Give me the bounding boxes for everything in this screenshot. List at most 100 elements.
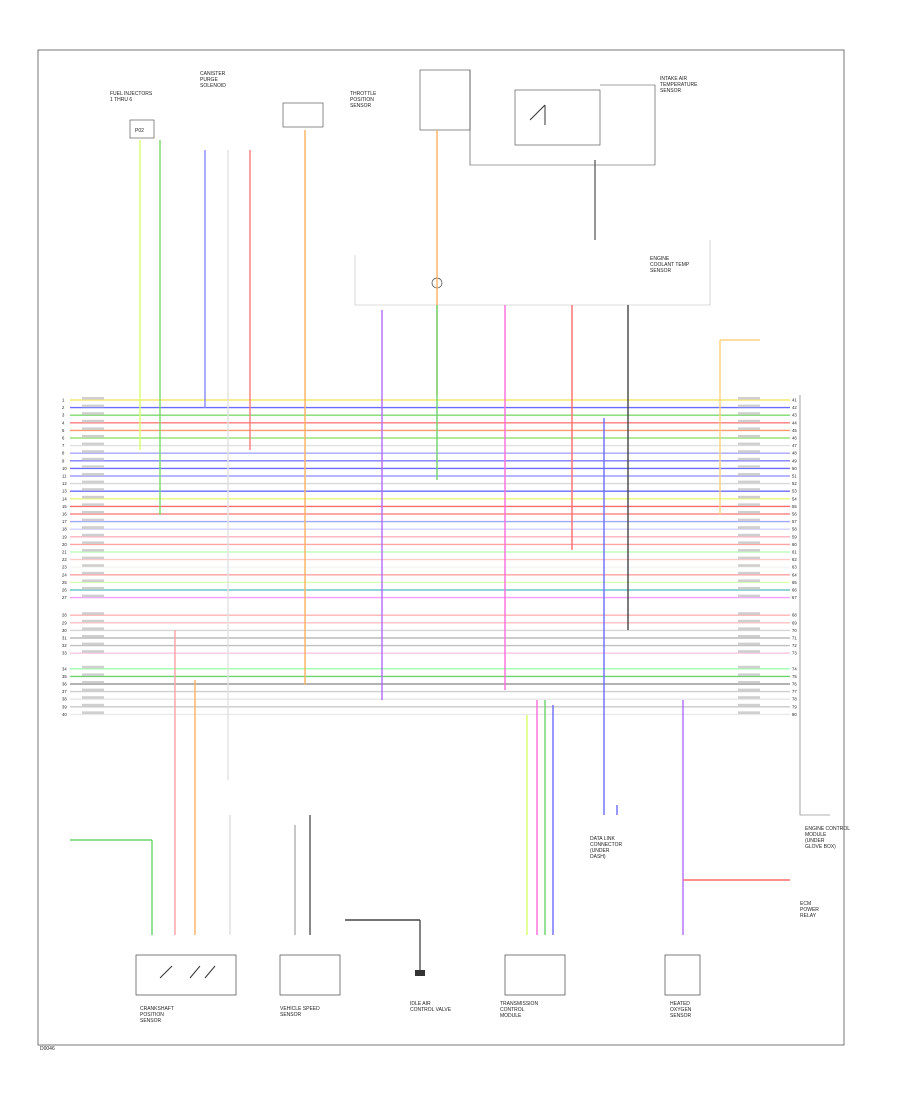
wire-label-left [82, 556, 104, 560]
component-box [135, 954, 237, 996]
wire-label-right [738, 419, 760, 423]
pin-number-right: 72 [792, 643, 797, 648]
pin-number-left: 17 [62, 519, 67, 524]
pin-number-right: 70 [792, 628, 797, 633]
pin-number-left: 12 [62, 481, 67, 486]
pin-number-left: 24 [62, 572, 67, 577]
pin-number-right: 53 [792, 489, 797, 494]
page-code: D0046 [40, 1046, 55, 1052]
pin-number-right: 60 [792, 542, 797, 547]
pin-number-right: 80 [792, 712, 797, 717]
pin-number-right: 79 [792, 704, 797, 709]
component-label-fuel_injectors: 1 THRU 6 [110, 97, 132, 103]
component-box [129, 119, 155, 139]
wire-label-left [82, 450, 104, 453]
ecm-label: ENGINE CONTROL [805, 826, 850, 832]
wire-label-left [82, 526, 104, 529]
wire-label-right [738, 564, 760, 567]
pin-number-right: 69 [792, 620, 797, 625]
pin-number-right: 46 [792, 436, 797, 441]
component-box [514, 89, 601, 146]
wire-label-left [82, 503, 104, 506]
pin-number-left: 25 [62, 580, 67, 585]
ecm-label: MODULE [805, 832, 827, 838]
wire-label-right [738, 635, 760, 638]
pin-number-left: 1 [62, 398, 65, 403]
pin-number-right: 63 [792, 565, 797, 570]
component-box [279, 954, 341, 996]
connector-label-C2: ECM [800, 901, 811, 907]
pin-number-left: 9 [62, 458, 65, 463]
component-label-tcm: MODULE [500, 1013, 522, 1019]
pin-number-right: 52 [792, 481, 797, 486]
pin-number-right: 47 [792, 443, 797, 448]
wire-label-right [738, 711, 760, 714]
pin-number-left: 8 [62, 451, 65, 456]
component-label-o2: HEATED [670, 1001, 690, 1007]
wire-label-left [82, 518, 104, 522]
wire-label-right [738, 619, 760, 623]
sensor-cluster-outline [354, 240, 711, 306]
wire-label-right [738, 465, 760, 468]
pin-number-left: 23 [62, 565, 67, 570]
pin-number-left: 26 [62, 588, 67, 593]
component-label-idle_air: IDLE AIR [410, 1001, 431, 1007]
pin-number-right: 48 [792, 451, 797, 456]
component-label-canister_purge: CANISTER [200, 71, 226, 77]
wire-label-right [738, 480, 760, 484]
wire-label-right [738, 594, 760, 598]
wire-label-left [82, 564, 104, 567]
pin-number-left: 14 [62, 496, 67, 501]
pin-number-left: 10 [62, 466, 67, 471]
pin-number-left: 6 [62, 436, 65, 441]
wire-label-right [738, 587, 760, 590]
pin-number-left: 39 [62, 704, 67, 709]
wire-label-left [82, 579, 104, 582]
wire-label-left [82, 427, 104, 430]
connector-label-C1: DATA LINK [590, 836, 615, 842]
pin-number-right: 73 [792, 651, 797, 656]
component-label-canister_purge: PURGE [200, 77, 218, 83]
wire-label-left [82, 457, 104, 461]
pin-number-left: 7 [62, 443, 65, 448]
pin-number-right: 51 [792, 474, 797, 479]
wire-label-right [738, 457, 760, 461]
pin-number-right: 42 [792, 405, 797, 410]
pin-number-left: 4 [62, 420, 65, 425]
pin-number-right: 43 [792, 413, 797, 418]
wire-label-right [738, 503, 760, 506]
wire-label-left [82, 619, 104, 623]
pin-number-left: 20 [62, 542, 67, 547]
component-label-vss: VEHICLE SPEED [280, 1006, 320, 1012]
component-label-ect: COOLANT TEMP [650, 262, 690, 268]
bottom-components [135, 825, 701, 996]
wire-label-left [82, 533, 104, 537]
wire-label-left [82, 696, 104, 699]
component-label-iat: TEMPERATURE [660, 82, 698, 88]
wire-label-right [738, 579, 760, 582]
wire-label-right [738, 412, 760, 415]
wire-label-left [82, 412, 104, 415]
pin-number-left: 37 [62, 689, 67, 694]
wire-label-right [738, 473, 760, 476]
connector-label-C1: (UNDER [590, 848, 610, 854]
component-label: P02 [135, 128, 144, 134]
pin-number-left: 35 [62, 674, 67, 679]
wire-label-right [738, 612, 760, 615]
wire-label-left [82, 642, 104, 646]
pin-number-left: 40 [62, 712, 67, 717]
pin-number-left: 34 [62, 666, 67, 671]
pin-number-right: 45 [792, 428, 797, 433]
top-components: P02 [129, 69, 711, 306]
pin-number-left: 3 [62, 413, 65, 418]
wire-label-right [738, 681, 760, 684]
pin-number-left: 38 [62, 697, 67, 702]
pin-number-right: 78 [792, 697, 797, 702]
pin-number-right: 55 [792, 504, 797, 509]
pin-number-right: 50 [792, 466, 797, 471]
component-box [504, 954, 566, 996]
wire-label-right [738, 488, 760, 491]
wire-label-left [82, 488, 104, 491]
component-box [419, 69, 471, 131]
